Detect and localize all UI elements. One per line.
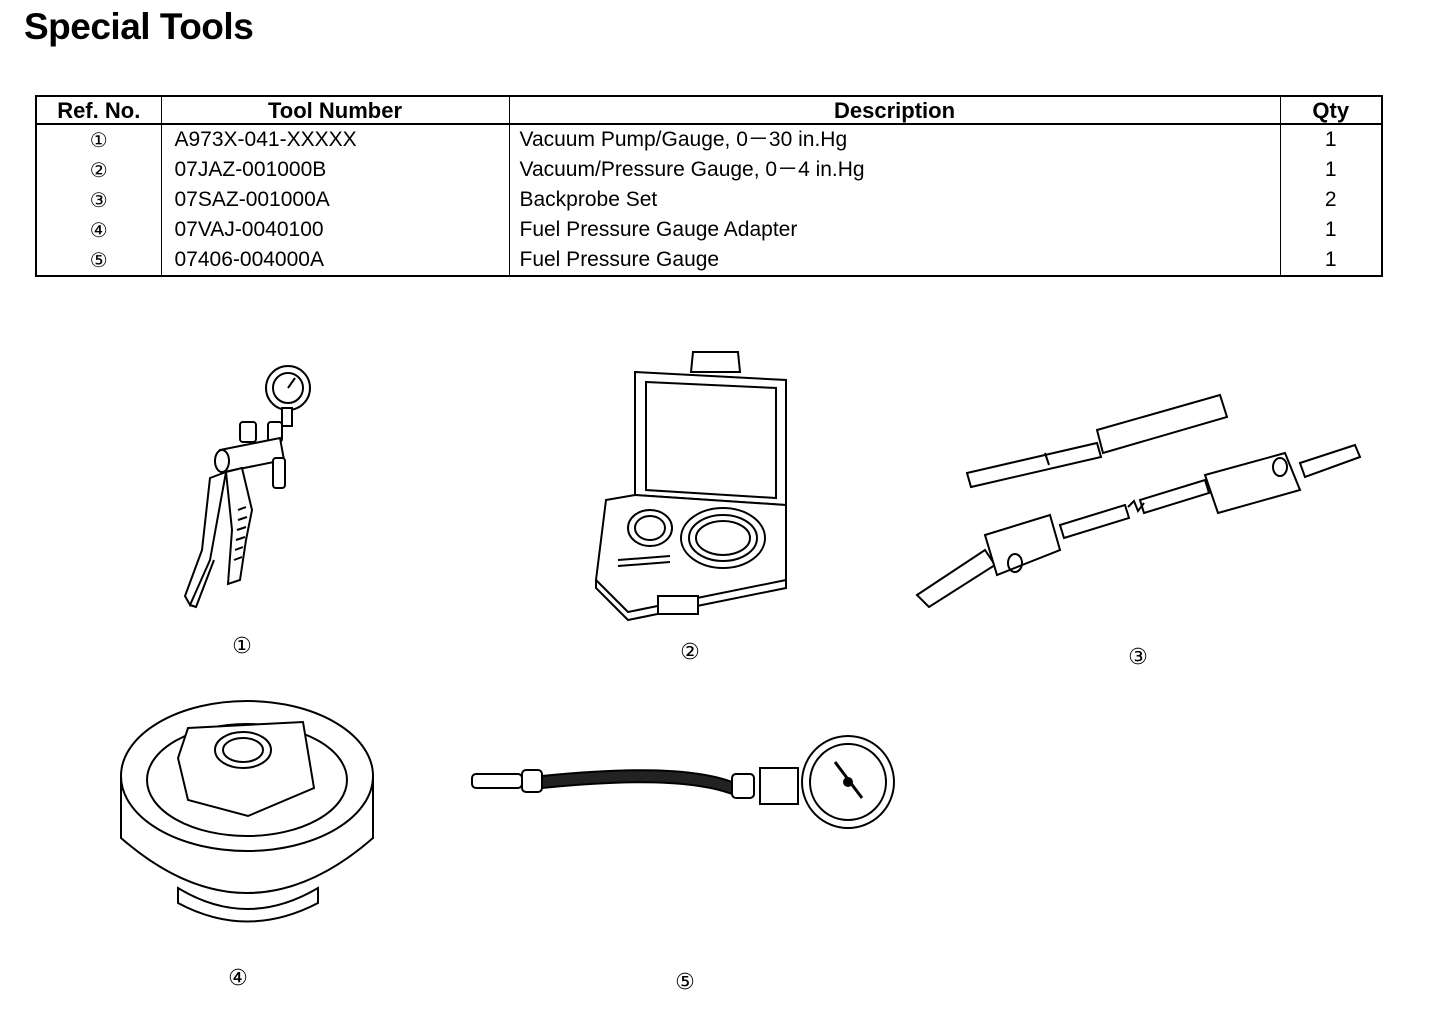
description-cell: Fuel Pressure Gauge <box>508 245 1280 276</box>
vacuum-pump-gauge-icon <box>180 360 320 610</box>
description-cell: Vacuum Pump/Gauge, 0－30 in.Hg <box>508 124 1280 155</box>
qty-cell: 1 <box>1279 124 1382 155</box>
figure-label: ③ <box>1128 645 1148 670</box>
special-tools-table: Ref. No. Tool Number Description Qty ① A… <box>35 95 1383 277</box>
ref-no-cell: ⑤ <box>89 248 108 272</box>
ref-no-cell: ④ <box>89 218 108 242</box>
qty-cell: 1 <box>1279 245 1382 276</box>
page-title: Special Tools <box>24 6 254 47</box>
table-row: ③ 07SAZ-001000A Backprobe Set 2 <box>36 185 1382 215</box>
ref-no-cell: ② <box>89 158 108 182</box>
gauge-case-icon <box>588 350 792 625</box>
header-tool-number: Tool Number <box>160 96 509 125</box>
qty-cell: 1 <box>1279 155 1382 185</box>
tool-number-cell: 07JAZ-001000B <box>160 155 509 185</box>
description-cell: Vacuum/Pressure Gauge, 0－4 in.Hg <box>508 155 1280 185</box>
tool-number-cell: A973X-041-XXXXX <box>160 124 509 155</box>
figure-label: ⑤ <box>675 970 695 995</box>
ref-no-cell: ① <box>89 128 108 152</box>
gauge-adapter-icon <box>118 688 376 924</box>
ref-no-cell: ③ <box>89 188 108 212</box>
description-cell: Fuel Pressure Gauge Adapter <box>508 215 1280 245</box>
description-cell: Backprobe Set <box>508 185 1280 215</box>
header-ref-no: Ref. No. <box>36 96 161 125</box>
figure-label: ④ <box>228 966 248 991</box>
table-row: ④ 07VAJ-0040100 Fuel Pressure Gauge Adap… <box>36 215 1382 245</box>
qty-cell: 1 <box>1279 215 1382 245</box>
table-header-row: Ref. No. Tool Number Description Qty <box>36 96 1382 125</box>
figure-label: ① <box>232 634 252 659</box>
tool-number-cell: 07SAZ-001000A <box>160 185 509 215</box>
header-qty: Qty <box>1279 96 1382 125</box>
qty-cell: 2 <box>1279 185 1382 215</box>
table-row: ① A973X-041-XXXXX Vacuum Pump/Gauge, 0－3… <box>36 124 1382 155</box>
header-description: Description <box>508 96 1280 125</box>
backprobe-set-icon <box>915 385 1365 610</box>
table-row: ② 07JAZ-001000B Vacuum/Pressure Gauge, 0… <box>36 155 1382 185</box>
figure-label: ② <box>680 640 700 665</box>
fuel-pressure-gauge-icon <box>470 740 900 830</box>
tool-number-cell: 07VAJ-0040100 <box>160 215 509 245</box>
table-row: ⑤ 07406-004000A Fuel Pressure Gauge 1 <box>36 245 1382 276</box>
tool-number-cell: 07406-004000A <box>160 245 509 276</box>
